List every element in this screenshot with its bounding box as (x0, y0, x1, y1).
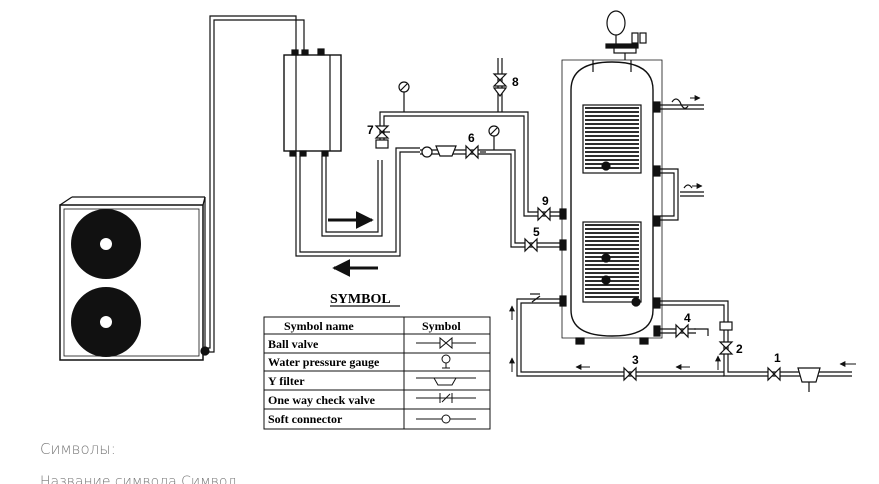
expansion-vessel-icon (605, 10, 647, 60)
tank-ports (559, 98, 852, 377)
table-header-name: Symbol name (284, 319, 354, 333)
check-valve-icon (530, 293, 541, 303)
valve-label-3: 3 (632, 353, 639, 367)
check-valve-icon (416, 393, 476, 403)
soft-connector-icon (416, 414, 476, 424)
ball-valve-9 (537, 206, 551, 222)
valve-label-7: 7 (367, 123, 374, 137)
ball-valve-6 (465, 144, 486, 160)
valve-label-4: 4 (684, 311, 691, 325)
flow-arrows (509, 95, 856, 372)
valve-label-5: 5 (533, 225, 540, 239)
table-header-symbol: Symbol (422, 319, 461, 333)
hydro-module (283, 48, 342, 157)
ball-valve-8 (492, 73, 508, 97)
ball-valve-1 (767, 366, 781, 382)
table-row-pressure-gauge: Water pressure gauge (268, 355, 380, 369)
heat-pump-diagram: 1 2 3 4 5 6 7 8 9 SYMBOL Symbol name Sym… (59, 10, 856, 430)
symbol-table: SYMBOL Symbol name Symbol Ball valve Wat… (263, 292, 491, 430)
pressure-gauge-icon (441, 354, 451, 369)
caption-subtitle: Название символа Символ (40, 474, 237, 484)
storage-tank (561, 59, 663, 345)
y-filter-icon (421, 145, 457, 158)
refrigerant-pipes (200, 15, 305, 356)
symbol-table-title: SYMBOL (330, 292, 391, 307)
valve-label-6: 6 (468, 131, 475, 145)
table-row-y-filter: Y filter (268, 374, 305, 388)
valve-label-2: 2 (736, 342, 743, 356)
ball-valve-7 (374, 125, 390, 149)
y-filter-icon (416, 377, 476, 386)
ball-valve-2 (718, 321, 734, 355)
ball-valve-icon (416, 336, 476, 350)
tank-coils (582, 104, 642, 307)
ball-valve-5 (524, 237, 538, 253)
table-row-soft-connector: Soft connector (268, 412, 343, 426)
y-filter-icon (797, 367, 821, 392)
pressure-gauge-icon (398, 81, 410, 112)
ball-valve-3 (623, 366, 637, 382)
pressure-gauge-icon (488, 125, 500, 150)
ball-valve-4 (675, 323, 689, 339)
circulation-pipes (516, 298, 724, 377)
valve-labels: 1 2 3 4 5 6 7 8 9 (367, 75, 781, 367)
valve-label-9: 9 (542, 194, 549, 208)
valve-label-1: 1 (774, 351, 781, 365)
valve-label-8: 8 (512, 75, 519, 89)
caption-title: Символы: (40, 440, 116, 458)
table-row-ball-valve: Ball valve (268, 337, 319, 351)
table-row-check-valve: One way check valve (268, 393, 376, 407)
fan-icon (71, 209, 141, 357)
